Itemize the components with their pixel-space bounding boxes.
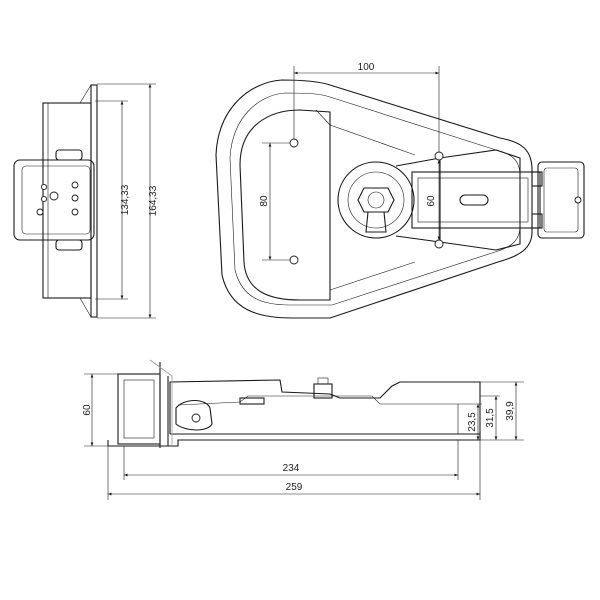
hole-bottom-left xyxy=(289,255,299,265)
front-base xyxy=(108,433,481,447)
dim-top-100: 100 xyxy=(358,62,375,73)
dim-front-259: 259 xyxy=(286,482,303,493)
top-handle xyxy=(537,161,585,239)
dim-side-inner: 134,33 xyxy=(120,184,131,215)
dim-side-outer: 164,33 xyxy=(148,185,159,216)
top-body-outline xyxy=(215,79,533,319)
top-lock-disc xyxy=(337,161,415,239)
dim-front-31-5: 31,5 xyxy=(485,408,496,428)
dim-top-80: 80 xyxy=(259,195,270,207)
front-view: 60 23,5 31,5 39,9 234 259 xyxy=(82,359,524,500)
dim-front-23-5: 23,5 xyxy=(467,412,478,432)
dim-front-234: 234 xyxy=(283,463,300,474)
top-latch-bar xyxy=(411,171,541,229)
side-back-plate xyxy=(42,102,92,299)
top-view: 100 80 60 xyxy=(215,62,585,319)
side-view: 134,33 164,33 xyxy=(13,83,159,319)
hole-top-left xyxy=(289,138,299,148)
side-flange xyxy=(90,84,98,318)
dim-front-60: 60 xyxy=(82,404,93,416)
hole-top-right xyxy=(434,151,444,161)
hole-bottom-right xyxy=(434,239,444,249)
dim-top-60: 60 xyxy=(426,195,437,207)
front-handle xyxy=(117,373,161,445)
side-handle xyxy=(13,159,95,241)
dim-front-39-9: 39,9 xyxy=(505,401,516,421)
